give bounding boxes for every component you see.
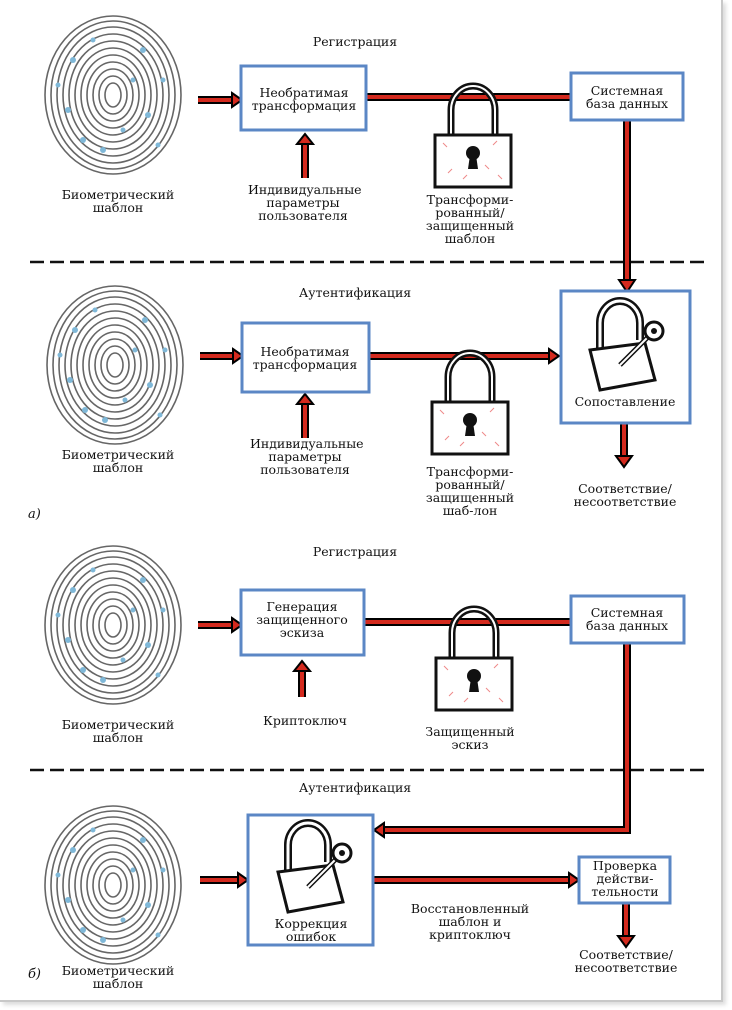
transform-box: [240, 321, 371, 394]
section-title: Регистрация: [312, 544, 398, 559]
part-label: а): [28, 507, 41, 522]
lock-label: Трансформи-рованный/ защищенный шаблон: [425, 192, 515, 246]
lock-label: Трансформи-рованный/ защищенный шаб-лон: [425, 464, 515, 518]
flow-arrows: [198, 91, 637, 949]
params-label: Индивидуальные параметры пользователя: [248, 182, 362, 223]
transform-box-label: Необратимая трансформация: [251, 85, 357, 113]
template-label: Биометрический шаблон: [61, 717, 175, 745]
section-title: Регистрация: [312, 34, 398, 49]
padlock-icon: [435, 86, 511, 187]
database-box-label: Системная база данных: [585, 83, 669, 111]
database-box: [569, 594, 686, 645]
error-correction-box: [246, 813, 375, 947]
fingerprint-image: [42, 7, 184, 175]
page-frame: [0, 0, 723, 1002]
cryptokey-label: Криптоключ: [263, 713, 347, 728]
database-box: [569, 71, 685, 122]
result-label: Соответствие/ несоответствие: [574, 947, 678, 975]
template-label: Биометрический шаблон: [61, 447, 175, 475]
matching-box-label: Сопоставление: [574, 394, 676, 409]
restored-label: Восстановленный шаблон и криптоключ: [410, 901, 530, 942]
database-box-label: Системная база данных: [585, 605, 669, 633]
result-label: Соответствие/ несоответствие: [573, 481, 677, 509]
fingerprint-image: [44, 277, 186, 445]
transform-box: [239, 64, 368, 132]
lock-label: Защищенный эскиз: [425, 724, 515, 752]
verification-box-label: Проверка действи-тельности: [591, 858, 659, 899]
part-label: б): [28, 967, 42, 982]
section-title: Аутентификация: [298, 780, 412, 795]
template-label: Биометрический шаблон: [61, 187, 175, 215]
params-label: Индивидуальные параметры пользователя: [250, 436, 364, 477]
template-label: Биометрический шаблон: [61, 963, 175, 991]
fingerprint-image: [42, 797, 184, 965]
fingerprint-image: [42, 537, 184, 705]
sketch-generation-box: [239, 588, 366, 657]
correction-box-label: Коррекция ошибок: [274, 916, 348, 944]
sketch-box-label: Генерация защищенного эскиза: [256, 599, 348, 640]
transform-box-label: Необратимая трансформация: [252, 344, 358, 372]
verification-box: [577, 855, 672, 905]
padlock-icon: [432, 353, 508, 454]
section-title: Аутентификация: [298, 285, 412, 300]
